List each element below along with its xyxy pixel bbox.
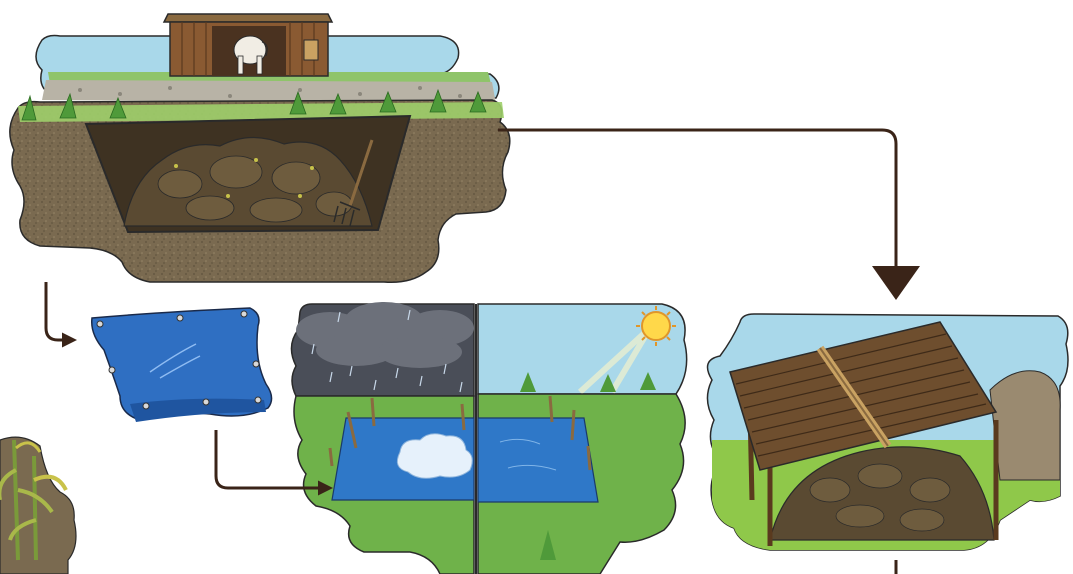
sun-pond	[478, 418, 598, 502]
rain-pond-panel	[291, 302, 474, 574]
crop-soil	[0, 437, 76, 574]
cloud-reflection	[397, 434, 472, 479]
sun-icon	[636, 306, 676, 346]
barn	[164, 14, 332, 76]
arrow-pit-to-shelter	[498, 130, 896, 270]
tarp-panel	[92, 308, 272, 422]
arrow-head-shelter	[872, 266, 920, 300]
covered-pile-panel	[707, 314, 1068, 550]
manure-pit-panel	[10, 14, 510, 282]
crop-field-panel	[0, 437, 76, 574]
arrow-pit-to-tarp	[46, 282, 74, 340]
sun-pond-panel	[478, 304, 687, 574]
